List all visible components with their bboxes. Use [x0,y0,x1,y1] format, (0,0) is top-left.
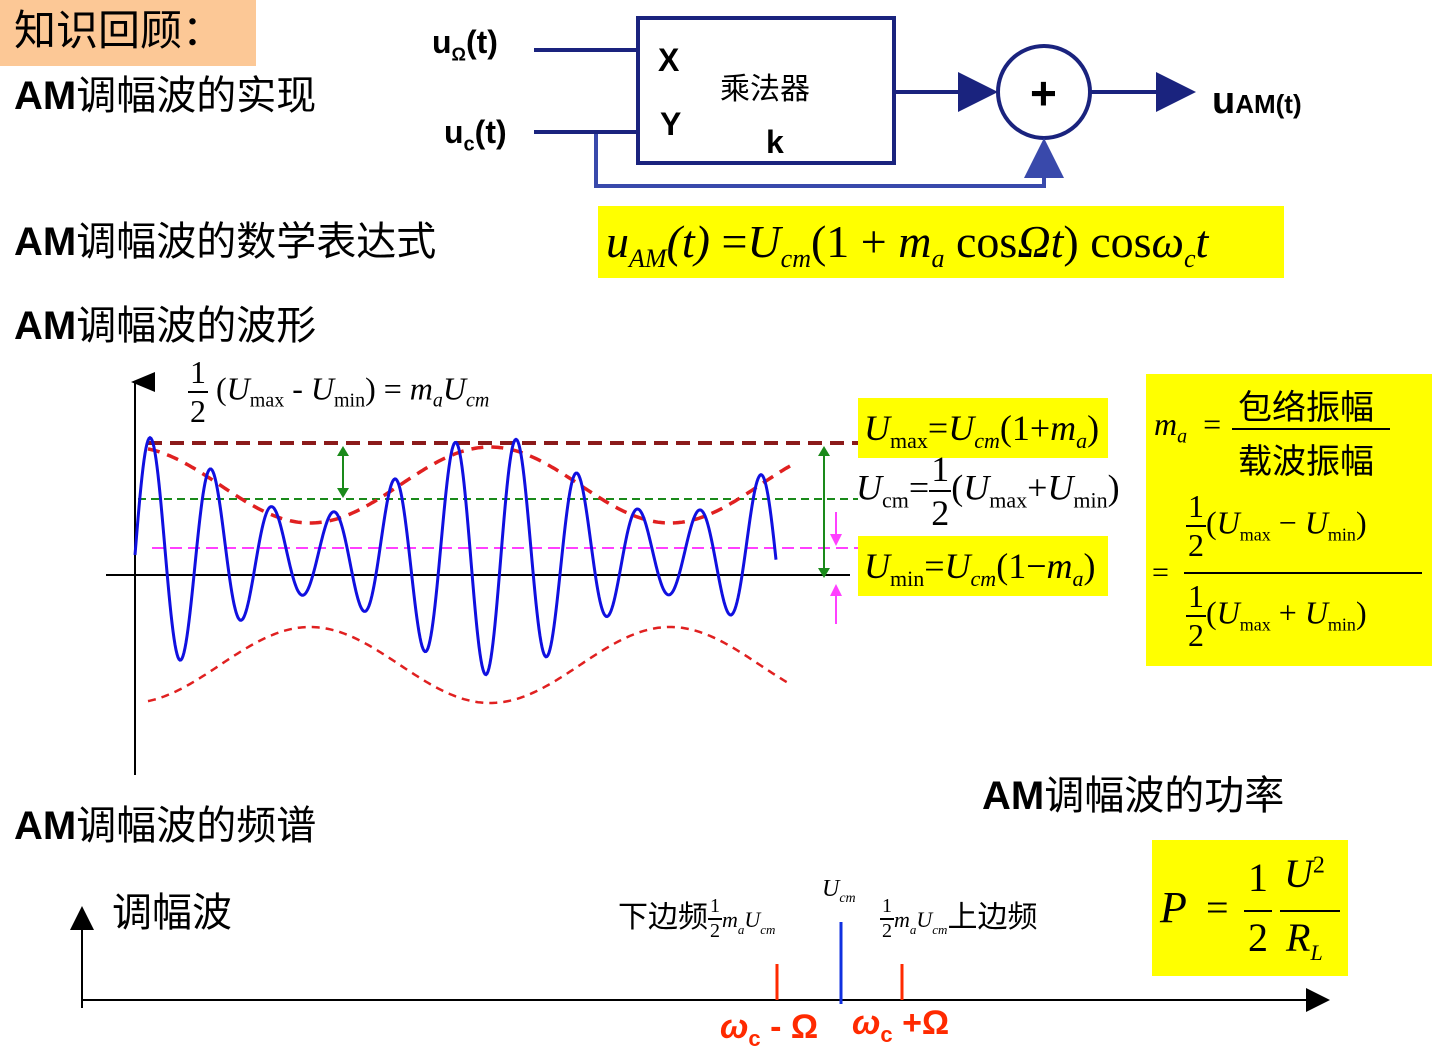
spectrum-axis-label: 调幅波 [112,890,232,936]
expression-formula: uAM(t) =Ucm(1 + ma cosΩt) cosωct [598,206,1284,278]
heading-realization: AM调幅波的实现 [14,73,317,119]
am-waveform [133,435,778,677]
output-label: uAM(t) [1212,80,1302,122]
freq-upper-label: ωc +Ω [852,1004,950,1047]
input-c-label: uc(t) [444,114,507,156]
umax-ucm-marker-head-bottom [337,488,349,498]
power-half-den: 2 [1248,915,1268,960]
amplitude-marker-head-top [818,446,830,456]
umin-marker-down-head [830,534,842,546]
page-title-text: 知识回顾： [14,6,225,55]
input-omega-label: uΩ(t) [432,24,498,65]
power-main-line [1280,910,1340,912]
umax-formula: Umax=Ucm(1+ma) [858,398,1108,458]
power-formula-box [1152,840,1348,976]
amplitude-marker-head-bottom [818,568,830,578]
adder-symbol: + [1030,67,1057,119]
carrier-amplitude-label: Ucm [822,876,856,906]
heading-expression: AM调幅波的数学表达式 [14,219,437,265]
power-half-num: 1 [1248,855,1268,900]
heading-waveform: AM调幅波的波形 [14,303,317,349]
carrier-feedback-wire [594,134,1064,188]
power-symbol: P [1160,883,1187,932]
power-eq: = [1206,885,1229,930]
ma-eq2: = [1152,556,1169,589]
ma-symbol: ma = [1154,406,1222,448]
ma-ratio-line [1232,428,1390,430]
ma-ratio-denominator: 载波振幅 [1238,442,1374,482]
multiplier-box [636,16,896,165]
waveform-plot [106,372,858,775]
lower-envelope [147,625,791,705]
power-denominator: RL [1286,915,1323,965]
page-title [0,0,256,66]
multiplier-label: 乘法器 [720,72,810,107]
power-half-line [1244,910,1272,912]
umin-marker-up-head [830,584,842,596]
port-x-label: X [658,42,680,78]
freq-lower-label: ωc - Ω [720,1008,819,1051]
ma-ratio-numerator: 包络振幅 [1238,388,1374,428]
upper-envelope [147,445,791,525]
spectrum-plot [70,906,1330,1012]
gain-label: k [766,124,784,160]
heading-power: AM调幅波的功率 [982,773,1285,819]
power-numerator: U2 [1284,851,1325,896]
umax-ucm-marker-head-top [337,446,349,456]
port-y-label: Y [660,106,682,142]
ma-big-fraction-line [1184,572,1422,574]
ma-definition-box [1146,374,1432,666]
heading-spectrum: AM调幅波的频谱 [14,803,317,849]
umin-formula: Umin=Ucm(1−ma) [858,536,1108,596]
block-diagram [534,16,1196,188]
